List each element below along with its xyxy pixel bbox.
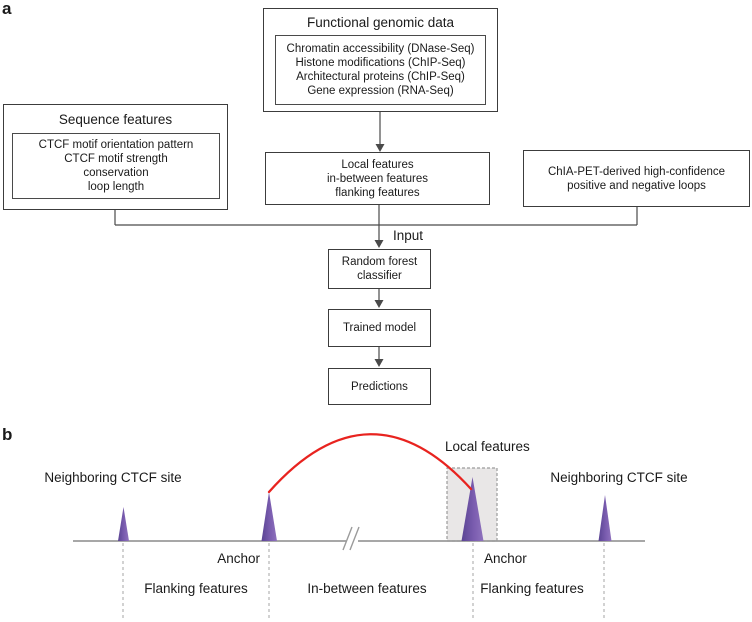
sequence-item: CTCF motif orientation pattern xyxy=(38,139,194,151)
panel-b-label: b xyxy=(2,425,13,444)
sequence-features-items: CTCF motif orientation pattern CTCF moti… xyxy=(12,133,220,199)
features-summary-box: Local features in-between features flank… xyxy=(265,152,490,205)
random-forest-classifier-box: Random forest classifier xyxy=(328,249,431,289)
neighboring-ctcf-site-right-label: Neighboring CTCF site xyxy=(550,470,688,485)
functional-item: Histone modifications (ChIP-Seq) xyxy=(295,57,466,69)
sequence-item: CTCF motif strength xyxy=(64,153,168,165)
functional-genomic-data-items: Chromatin accessibility (DNase-Seq) Hist… xyxy=(275,35,486,105)
classifier-line: classifier xyxy=(357,270,402,282)
local-features-label: Local features xyxy=(445,439,530,454)
chia-pet-box: ChIA-PET-derived high-confidence positiv… xyxy=(523,150,750,207)
functional-genomic-data-title: Functional genomic data xyxy=(306,15,455,30)
loop-arc xyxy=(267,433,473,494)
arrowhead-functional-to-features xyxy=(375,144,385,152)
predictions-box: Predictions xyxy=(328,368,431,405)
sequence-features-box: Sequence features CTCF motif orientation… xyxy=(3,104,228,210)
functional-item: Chromatin accessibility (DNase-Seq) xyxy=(286,43,475,55)
trained-model-label: Trained model xyxy=(342,322,417,334)
features-line: Local features xyxy=(341,158,414,171)
sequence-item: loop length xyxy=(87,181,145,193)
ctcf-peak-right-anchor xyxy=(461,477,484,541)
axis-break-icon xyxy=(342,526,360,551)
flanking-features-left-label: Flanking features xyxy=(144,581,248,596)
trained-model-box: Trained model xyxy=(328,309,431,347)
functional-genomic-data-box: Functional genomic data Chromatin access… xyxy=(263,8,498,112)
sequence-item: conservation xyxy=(83,167,149,179)
ctcf-peak-left-anchor xyxy=(261,492,277,541)
sequence-features-title: Sequence features xyxy=(58,112,173,127)
panel-a-label: a xyxy=(2,0,12,18)
anchor-left-label: Anchor xyxy=(217,551,260,566)
flanking-features-right-label: Flanking features xyxy=(480,581,584,596)
arrowhead-model-to-predictions xyxy=(374,359,384,367)
classifier-line: Random forest xyxy=(341,256,418,268)
features-line: flanking features xyxy=(335,186,420,199)
functional-item: Gene expression (RNA-Seq) xyxy=(307,85,454,97)
ctcf-peak-left-neighbor xyxy=(118,507,129,541)
input-label: Input xyxy=(393,228,424,243)
chia-pet-line: positive and negative loops xyxy=(567,179,706,192)
local-features-region-box xyxy=(446,467,498,542)
functional-item: Architectural proteins (ChIP-Seq) xyxy=(296,71,465,83)
neighboring-ctcf-site-left-label: Neighboring CTCF site xyxy=(44,470,182,485)
anchor-right-label: Anchor xyxy=(484,551,527,566)
ctcf-peak-right-neighbor xyxy=(598,495,612,541)
arrowhead-classifier-to-model xyxy=(374,300,384,308)
in-between-features-label: In-between features xyxy=(307,581,427,596)
chia-pet-line: ChIA-PET-derived high-confidence xyxy=(547,165,726,178)
arrowhead-input xyxy=(374,240,384,248)
features-line: in-between features xyxy=(326,172,428,185)
predictions-label: Predictions xyxy=(351,380,408,393)
